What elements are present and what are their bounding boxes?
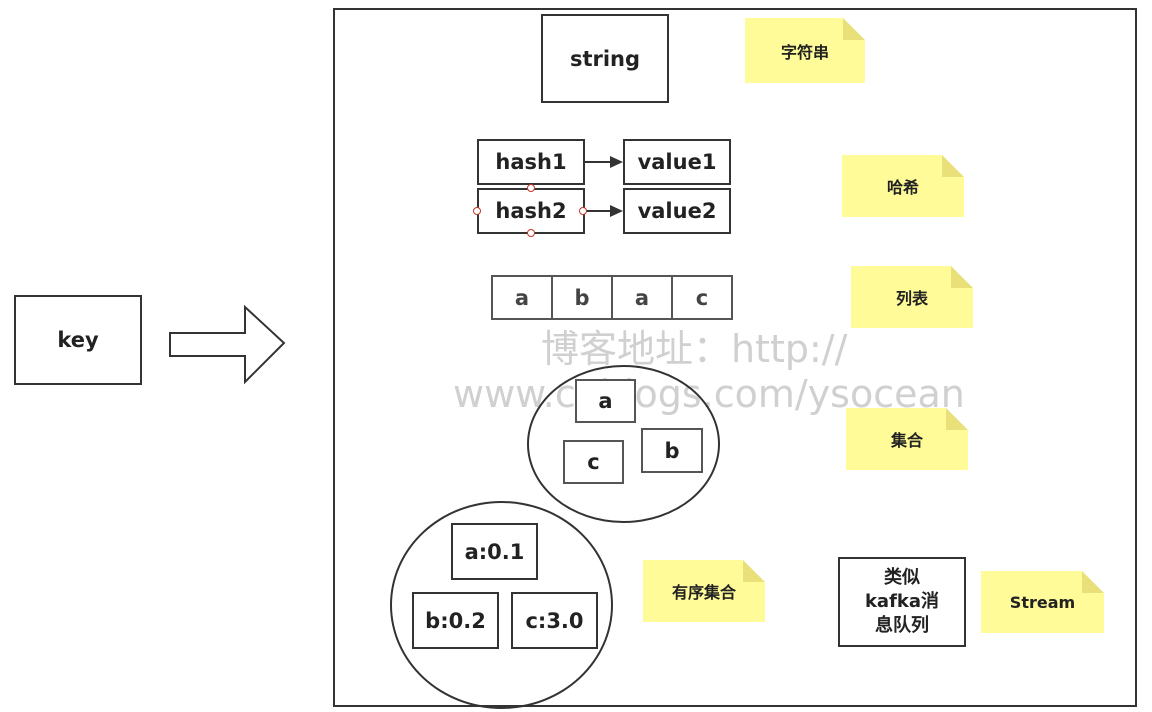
list-cell-label: a — [514, 285, 530, 310]
list-cell: a — [611, 275, 673, 320]
hash2-arrowhead — [610, 205, 623, 217]
hash-note: 哈希 — [842, 155, 964, 217]
set-member-label: b — [664, 438, 680, 463]
zset-member-label: a:0.1 — [464, 539, 525, 564]
key-to-types-arrow — [169, 304, 286, 385]
set-member-box: c — [563, 440, 624, 484]
list-note: 列表 — [851, 266, 973, 328]
list-cell-label: a — [634, 285, 650, 310]
list-cell-label: c — [695, 285, 709, 310]
hash2-value-box: value2 — [623, 188, 731, 234]
hash1-field-box: hash1 — [477, 139, 585, 185]
zset-member-box: c:3.0 — [511, 592, 598, 649]
string-box: string — [541, 14, 669, 103]
selection-handle-bottom[interactable] — [527, 229, 535, 237]
set-note-text: 集合 — [890, 431, 923, 450]
hash2-value-label: value2 — [637, 199, 717, 223]
zset-note-text: 有序集合 — [671, 583, 736, 602]
selection-handle-right[interactable] — [579, 207, 587, 215]
set-member-label: a — [598, 389, 613, 413]
set-circle — [527, 365, 720, 523]
list-note-text: 列表 — [895, 289, 928, 308]
stream-box-line: 息队列 — [875, 615, 929, 636]
set-note: 集合 — [846, 408, 968, 470]
hash2-field-box: hash2 — [477, 188, 585, 234]
selection-handle-left[interactable] — [473, 207, 481, 215]
stream-note: Stream — [981, 571, 1104, 633]
string-note-text: 字符串 — [780, 42, 829, 62]
hash2-field-label: hash2 — [495, 199, 567, 223]
key-label: key — [57, 328, 99, 352]
zset-member-label: b:0.2 — [425, 608, 486, 633]
set-member-box: b — [641, 428, 703, 473]
zset-circle — [390, 501, 613, 709]
hash1-value-label: value1 — [637, 150, 717, 174]
set-member-box: a — [575, 379, 636, 423]
hash1-field-label: hash1 — [495, 150, 567, 174]
zset-member-box: b:0.2 — [412, 592, 499, 649]
hash-note-text: 哈希 — [886, 178, 919, 197]
hash1-arrowhead — [610, 156, 623, 168]
list-cell: a — [491, 275, 553, 320]
watermark-line1: 博客地址：http:// — [541, 327, 848, 371]
zset-member-label: c:3.0 — [525, 608, 584, 633]
list-cell-label: b — [574, 285, 590, 310]
zset-member-box: a:0.1 — [451, 523, 538, 580]
zset-note: 有序集合 — [643, 560, 765, 622]
list-cell: c — [671, 275, 733, 320]
string-label: string — [569, 46, 641, 71]
types-container-frame — [333, 8, 1137, 707]
stream-note-text: Stream — [1009, 592, 1076, 612]
set-member-label: c — [587, 450, 600, 474]
selection-handle-top[interactable] — [527, 184, 535, 192]
hash1-value-box: value1 — [623, 139, 731, 185]
key-box: key — [14, 295, 142, 385]
stream-box-line: 类似 — [884, 567, 920, 588]
string-note: 字符串 — [745, 18, 865, 83]
stream-box: 类似 kafka消 息队列 — [838, 557, 966, 647]
list-cell: b — [551, 275, 613, 320]
stream-box-line: kafka消 — [864, 591, 940, 612]
